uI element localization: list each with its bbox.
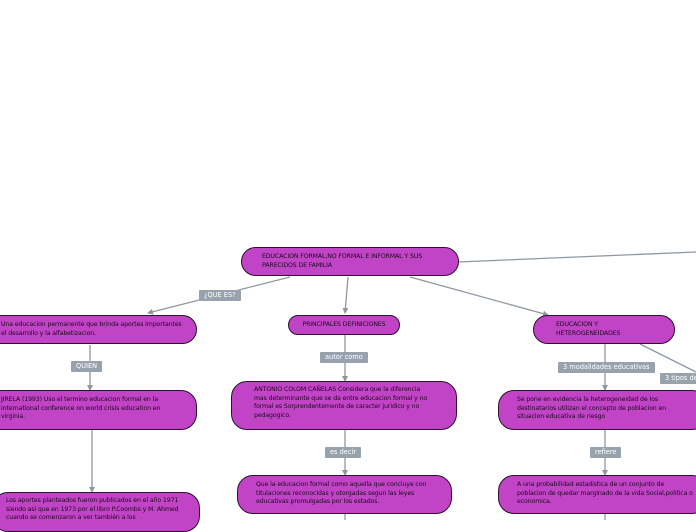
label-tipos[interactable]: 3 tipos de — [660, 373, 696, 384]
left-node-3-text: Los aportes planteados fueron publicados… — [6, 497, 179, 522]
right-node-3[interactable]: A una probabilidad estadistica de un con… — [498, 475, 696, 514]
left-main-text: Una educacion permanente que brinda apor… — [1, 321, 182, 337]
connector-lines — [87, 251, 696, 520]
center-main-node[interactable]: PRINCIPALES DEFINICIONES — [288, 315, 400, 335]
root-node-text: EDUCACION FORMAL,NO FORMAL E INFORMAL Y … — [262, 253, 423, 269]
label-es-decir[interactable]: es decir — [325, 447, 361, 458]
connector-right-tipos — [639, 343, 696, 373]
center-main-text: PRINCIPALES DEFINICIONES — [302, 321, 386, 328]
label-que-es[interactable]: ¿QUE ES? — [199, 290, 241, 301]
connector-root-center — [342, 276, 349, 314]
left-node-3[interactable]: Los aportes planteados fueron publicados… — [0, 492, 200, 532]
connector-root-right — [409, 276, 549, 317]
label-autor-como[interactable]: autor como — [320, 352, 368, 363]
right-node-2[interactable]: Se pone en evidencia la heterogeneidad d… — [498, 390, 696, 430]
right-node-3-text: A una probabilidad estadistica de un con… — [517, 481, 693, 506]
label-modalidades[interactable]: 3 modalidades educativas — [558, 362, 655, 373]
left-node-2[interactable]: JIRELA (1993) Uso el termino educacion f… — [0, 390, 197, 430]
right-node-2-text: Se pone en evidencia la heterogeneidad d… — [517, 396, 666, 421]
center-node-2-text: ANTONIO COLOM CAÑELAS Considera que la d… — [254, 386, 428, 419]
connector-root-far-right — [457, 251, 696, 263]
center-node-2[interactable]: ANTONIO COLOM CAÑELAS Considera que la d… — [231, 381, 457, 430]
label-quien[interactable]: QUIEN — [71, 361, 103, 372]
left-node-2-text: JIRELA (1993) Uso el termino educacion f… — [1, 396, 161, 421]
mind-map-canvas: EDUCACION FORMAL,NO FORMAL E INFORMAL Y … — [0, 247, 696, 532]
right-main-text: EDUCACION Y HETEROGENEIDADES — [556, 321, 621, 337]
root-node[interactable]: EDUCACION FORMAL,NO FORMAL E INFORMAL Y … — [241, 247, 459, 276]
center-node-3[interactable]: Que la educacion formal como aquella que… — [237, 475, 452, 514]
center-node-3-text: Que la educacion formal como aquella que… — [256, 481, 427, 506]
right-main-node[interactable]: EDUCACION Y HETEROGENEIDADES — [533, 315, 675, 344]
label-refiere[interactable]: refiere — [590, 447, 622, 458]
left-main-node[interactable]: Una educacion permanente que brinda apor… — [0, 315, 197, 344]
